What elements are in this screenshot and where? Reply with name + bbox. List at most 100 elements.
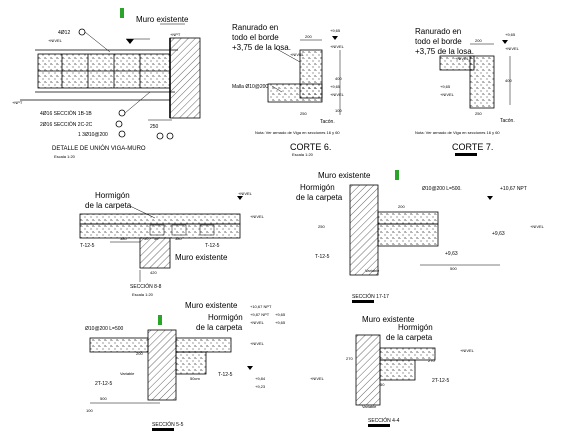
level-marker-icon <box>126 39 134 44</box>
s55-variable: Variable <box>120 371 135 376</box>
s55-dim: 100 <box>86 408 93 413</box>
s44-beam <box>379 359 416 381</box>
muro-label: Muro existente <box>136 15 189 24</box>
corte6-dim: 250 <box>300 111 307 116</box>
corte6-slab <box>267 83 323 103</box>
s1717-dim: 500 <box>450 266 457 271</box>
s1717-title: SECCIÓN 17-17 <box>352 293 389 300</box>
corte6-level: +NIVEL <box>290 52 305 57</box>
seccion-8-8: Hormigón de la carpeta 380 50 50 380 420… <box>79 191 265 297</box>
s1717-dim: 200 <box>398 204 405 209</box>
corte7-level: +NIVEL <box>455 56 470 61</box>
corte-7: Ranurado en todo el borde +3,75 de la lo… <box>415 27 520 156</box>
s1717-wall <box>349 184 379 276</box>
corte6-tacon: Tacón. <box>320 119 335 125</box>
s88-hormigon1: Hormigón <box>95 191 130 200</box>
s55-muro: Muro existente <box>185 301 238 310</box>
corte6-level: +NIVEL <box>330 92 345 97</box>
corte6-level: +9,65 <box>330 84 341 89</box>
s55-npt2: +9,87 NPT <box>250 312 270 317</box>
corte7-cap <box>439 55 475 71</box>
s1717-npt: +10,67 NPT <box>500 186 527 192</box>
corte7-level: +9,65 <box>505 32 516 37</box>
corte7-note1: Ranurado en <box>415 27 461 36</box>
seccion-17-17: Muro existente Hormigón de la carpeta Ø1… <box>296 170 545 303</box>
s55-t12: T-12-5 <box>218 372 233 378</box>
npt-left-label: +NPT <box>12 100 23 105</box>
title-underline <box>455 153 477 156</box>
s55-dim: 200 <box>136 351 143 356</box>
corte7-note3: +3,75 de la losa. <box>415 47 474 56</box>
s55-t2: 2T-12-5 <box>95 381 112 387</box>
title-underline <box>368 424 390 427</box>
s88-slab-blocks <box>79 223 241 239</box>
bar2-label: 4Ø16 SECCIÓN 1B-1B <box>40 110 92 117</box>
s44-hormigon1: Hormigón <box>398 323 433 332</box>
s88-wall <box>139 237 171 269</box>
s1717-muro: Muro existente <box>318 171 371 180</box>
s88-level: +NIVEL <box>238 191 253 196</box>
corte6-level: +NIVEL <box>330 44 345 49</box>
corte-6: Ranurado en todo el borde +3,75 de la lo… <box>232 23 345 157</box>
title-underline <box>352 300 374 303</box>
s1717-slab <box>377 211 439 225</box>
corte7-footnote: Nota: Ver armado de Viga en secciones 16… <box>415 130 500 135</box>
green-marker <box>120 8 124 18</box>
s88-title: SECCIÓN 8-8 <box>130 283 162 290</box>
s88-dim: 50 <box>154 236 159 241</box>
s44-dim: 50 <box>380 382 385 387</box>
green-marker <box>158 315 162 325</box>
level-marker-icon <box>247 366 253 370</box>
title-underline <box>152 428 174 431</box>
npt-label: +NPT <box>170 32 181 37</box>
s88-t12a: T-12-5 <box>80 243 95 249</box>
s88-dim: 420 <box>150 270 157 275</box>
s88-scale: Escala 1:20 <box>132 292 154 297</box>
s1717-hormigon2: de la carpeta <box>296 193 343 202</box>
level-marker-icon <box>332 36 338 40</box>
s44-hormigon2: de la carpeta <box>386 333 433 342</box>
s55-nivel2: +NIVEL <box>250 341 265 346</box>
s55-bar: Ø10@200 L=500 <box>85 326 124 332</box>
s44-muro: Muro existente <box>362 315 415 324</box>
s55-dim: 50cm <box>190 376 200 381</box>
s1717-t12: T-12-5 <box>315 254 330 260</box>
s88-dim: 380 <box>120 236 127 241</box>
detail-union-viga-muro: 250 +NIVEL +NPT +NPT Muro existente 4Ø12… <box>12 8 201 159</box>
level-marker-icon <box>487 196 493 200</box>
corte7-dim: 250 <box>475 111 482 116</box>
corte6-note3: +3,75 de la losa. <box>232 43 291 52</box>
corte6-note1: Ranurado en <box>232 23 278 32</box>
corte6-dim: 400 <box>335 76 342 81</box>
s55-nivel1: +NIVEL <box>250 320 265 325</box>
corte7-dim: 400 <box>505 78 512 83</box>
bar4-label: 1 3Ø10@200 <box>78 132 108 138</box>
level-marker-icon <box>502 40 508 44</box>
s44-nivel2: +NIVEL <box>310 376 325 381</box>
section-marker <box>156 132 164 140</box>
s44-dim: 270 <box>428 358 435 363</box>
s44-variable: Variable <box>362 404 377 409</box>
s1717-variable: Variable <box>365 268 380 273</box>
corte7-level: +NIVEL <box>440 92 455 97</box>
s55-title: SECCIÓN 5-5 <box>152 421 184 428</box>
seccion-4-4: Muro existente Hormigón de la carpeta +N… <box>310 315 475 427</box>
s88-level: +NIVEL <box>250 214 265 219</box>
corte6-dim: 200 <box>305 34 312 39</box>
corte6-malla: Malla Ø10@200 <box>232 84 268 90</box>
corte6-note2: todo el borde <box>232 33 279 42</box>
s1717-beam <box>377 223 439 247</box>
s1717-lvl2: +9,63 <box>445 251 458 257</box>
s55-slab-left <box>89 337 149 353</box>
s55-slab-right <box>175 337 232 353</box>
s1717-nivel: +NIVEL <box>530 224 545 229</box>
corte7-tacon: Tacón. <box>500 118 515 124</box>
bar3-label: 2Ø16 SECCIÓN 2C-2C <box>40 121 93 128</box>
s55-npt1: +10,67 NPT <box>250 304 272 309</box>
s88-dim: 50 <box>144 236 149 241</box>
seccion-5-5: Muro existente Hormigón de la carpeta Ø1… <box>85 301 286 431</box>
s44-t2: 2T-12-5 <box>432 378 449 384</box>
s55-lvl1: +9,65 <box>275 312 286 317</box>
s44-dim: 270 <box>346 356 353 361</box>
